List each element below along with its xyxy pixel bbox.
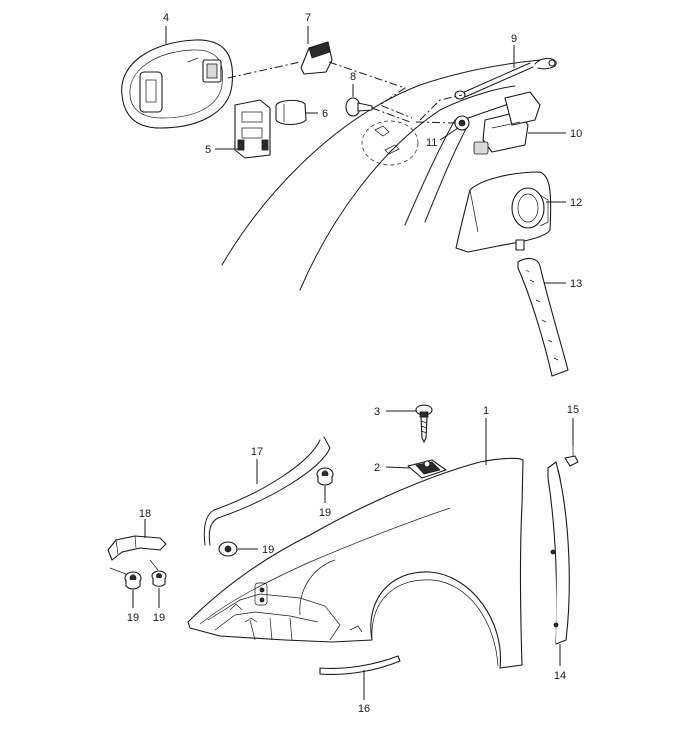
seal-strip: [203, 436, 331, 546]
callout-9: 9: [511, 33, 517, 45]
trim-clip: [564, 445, 579, 467]
wheel-arch-strip: [319, 655, 401, 675]
callout-19-middle: 19: [262, 544, 274, 556]
callout-16: 16: [358, 703, 370, 715]
front-fender: [187, 457, 524, 669]
screw: [415, 404, 433, 443]
callout-19-upper: 19: [319, 507, 331, 519]
callout-19-lower-left: 19: [127, 612, 139, 624]
nut-lower-right: [151, 570, 167, 587]
callout-13: 13: [570, 278, 582, 290]
filler-housing: [455, 171, 552, 253]
callout-4: 4: [163, 12, 169, 24]
callout-3: 3: [374, 406, 380, 418]
callout-18: 18: [139, 508, 151, 520]
nut-middle: [218, 541, 238, 557]
release-cable: [454, 57, 557, 100]
clip-part: [275, 99, 307, 126]
callout-11: 11: [426, 137, 437, 149]
callout-12: 12: [570, 197, 582, 209]
callout-8: 8: [350, 71, 356, 83]
mounting-bracket: [107, 535, 167, 575]
callout-15: 15: [567, 404, 579, 416]
nut-lower-left: [124, 571, 142, 590]
stop-buffer-part: [300, 41, 333, 75]
callout-17: 17: [251, 446, 263, 458]
clip-nut: [407, 459, 447, 479]
callout-5: 5: [205, 144, 211, 156]
callout-6: 6: [322, 108, 328, 120]
pin-part: [345, 97, 373, 117]
callout-1: 1: [483, 405, 489, 417]
callout-10: 10: [570, 128, 582, 140]
fuel-filler-recess-outline: [361, 120, 419, 166]
drain-hose: [517, 257, 569, 377]
callout-19-lower-right: 19: [153, 612, 165, 624]
fuel-filler-flap: [121, 39, 234, 129]
callout-14: 14: [554, 670, 566, 682]
side-trim-panel: [547, 461, 570, 645]
nut-upper: [316, 467, 334, 486]
leader-lines: [132, 26, 574, 700]
actuator-motor: [467, 91, 541, 155]
grommet: [454, 115, 470, 131]
body-panel-outline: [221, 59, 541, 291]
callout-2: 2: [374, 462, 380, 474]
callout-7: 7: [305, 12, 311, 24]
hinge-bracket: [234, 99, 271, 159]
